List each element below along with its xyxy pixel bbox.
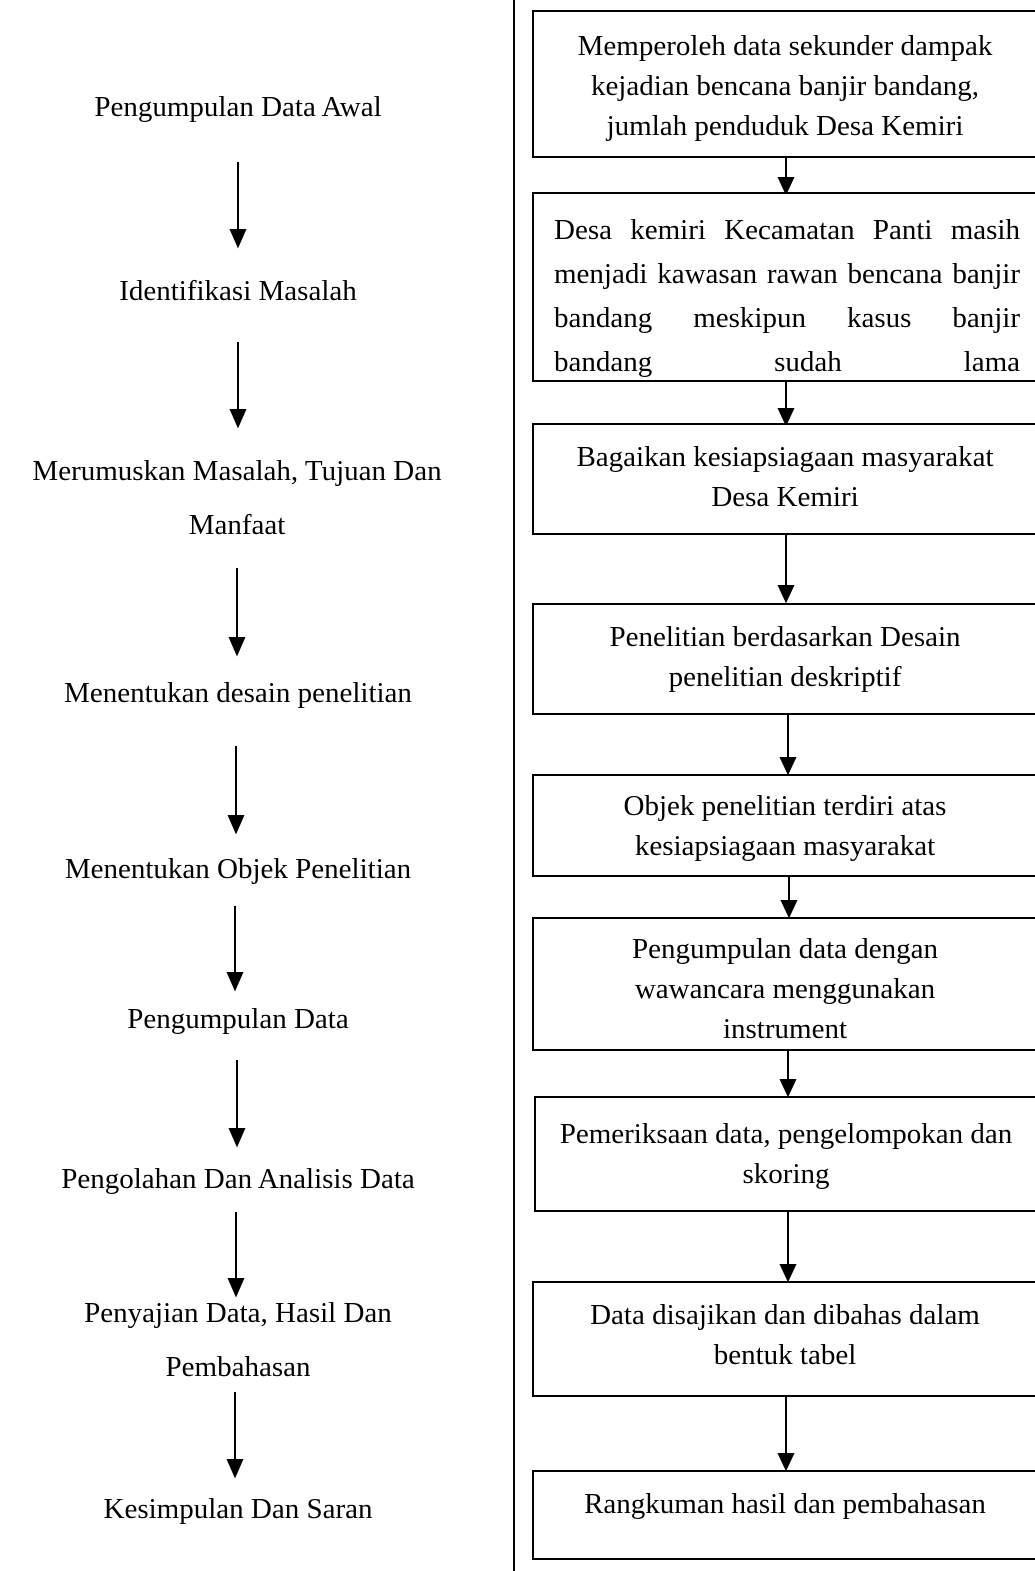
process-box-1: Memperoleh data sekunder dampak kejadian… [532,10,1035,158]
process-box-3-text: Bagaikan kesiapsiagaan masyarakat Desa K… [576,441,994,513]
left-arrowhead-6 [228,1128,246,1148]
step-label-2: Identifikasi Masalah [119,275,357,307]
step-label-4: Menentukan desain penelitian [64,677,412,709]
left-arrowhead-4 [227,815,245,835]
step-label-8: Penyajian Data, Hasil Dan Pembahasan [84,1297,392,1383]
process-box-4-text: Penelitian berdasarkan Desain penelitian… [609,621,961,693]
process-box-5: Objek penelitian terdiri atas kesiapsiag… [532,774,1035,877]
right-arrowhead-6 [779,1079,797,1098]
process-box-1-text: Memperoleh data sekunder dampak kejadian… [577,30,993,142]
left-arrowhead-3 [228,637,246,657]
process-box-9-text: Rangkuman hasil dan pembahasan [584,1488,986,1520]
step-label-3: Merumuskan Masalah, Tujuan Dan Manfaat [32,455,442,541]
left-arrows [226,162,247,1479]
step-label-6: Pengumpulan Data [127,1003,349,1035]
right-arrowhead-3 [777,585,795,604]
right-arrowhead-5 [780,900,798,919]
process-box-9: Rangkuman hasil dan pembahasan [532,1470,1035,1560]
right-arrowhead-2 [777,408,795,427]
right-arrowhead-1 [777,177,795,196]
process-box-2: Desa kemiri Kecamatan Panti masih menjad… [532,192,1035,382]
left-arrowhead-1 [229,229,247,249]
process-box-6-text: Pengumpulan data dengan wawancara menggu… [631,933,939,1045]
process-box-7: Pemeriksaan data, pengelompokan dan skor… [534,1096,1035,1212]
step-label-7: Pengolahan Dan Analisis Data [61,1163,415,1195]
process-box-4: Penelitian berdasarkan Desain penelitian… [532,603,1035,715]
left-arrowhead-5 [226,972,244,992]
left-arrowhead-2 [229,409,247,429]
right-arrowhead-4 [779,757,797,776]
step-label-1: Pengumpulan Data Awal [94,91,382,123]
right-arrowhead-8 [777,1453,795,1472]
left-arrowhead-7 [227,1278,245,1298]
process-box-6: Pengumpulan data dengan wawancara menggu… [532,917,1035,1051]
process-box-5-text: Objek penelitian terdiri atas kesiapsiag… [623,790,947,862]
process-box-8: Data disajikan dan dibahas dalam bentuk … [532,1281,1035,1397]
right-arrows [777,157,798,1472]
step-label-5: Menentukan Objek Penelitian [64,853,412,885]
left-arrowhead-8 [226,1459,244,1479]
process-box-2-text: Desa kemiri Kecamatan Panti masih menjad… [554,214,1020,378]
right-arrowhead-7 [779,1264,797,1283]
process-box-3: Bagaikan kesiapsiagaan masyarakat Desa K… [532,423,1035,535]
process-box-8-text: Data disajikan dan dibahas dalam bentuk … [590,1299,980,1371]
step-label-9: Kesimpulan Dan Saran [103,1493,373,1525]
process-box-7-text: Pemeriksaan data, pengelompokan dan skor… [559,1118,1013,1190]
